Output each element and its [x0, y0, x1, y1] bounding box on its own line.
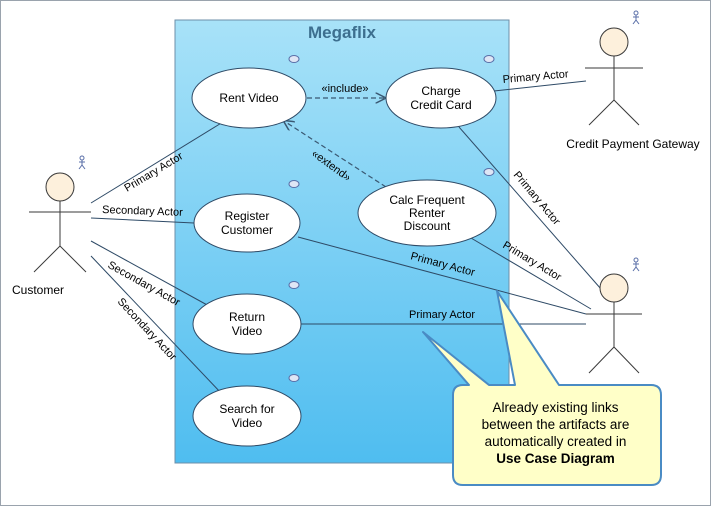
- assoc-customer-rent[interactable]: [90, 121, 224, 204]
- use-case-stereotype-icon: [288, 281, 300, 289]
- assoc-customer-search[interactable]: [90, 255, 223, 395]
- label-clerk-charge: Primary Actor: [511, 169, 563, 228]
- use-case-label: Discount: [404, 219, 451, 233]
- callout-text: Already existing links between the artif…: [453, 391, 658, 475]
- extend-dependency[interactable]: [284, 121, 387, 188]
- actor-stereotype-icon: [78, 155, 86, 170]
- use-case-stereotype-icon: [288, 180, 300, 188]
- actor-customer[interactable]: Customer: [12, 172, 91, 297]
- callout-balloon: [422, 290, 662, 486]
- system-title: Megaflix: [308, 23, 377, 42]
- label-customer-register: Secondary Actor: [102, 204, 183, 219]
- use-case-label: Customer: [221, 223, 273, 237]
- callout-line: between the artifacts are: [481, 417, 630, 432]
- use-case-label: Charge: [421, 84, 461, 98]
- use-case-return-video[interactable]: Return Video: [192, 293, 302, 355]
- use-case-label: Video: [232, 416, 263, 430]
- use-case-label: Renter: [409, 206, 445, 220]
- callout-line: automatically created in: [484, 434, 627, 449]
- use-case-label: Register: [225, 209, 270, 223]
- assoc-customer-return[interactable]: [90, 240, 210, 307]
- assoc-clerk-charge[interactable]: [458, 126, 602, 290]
- use-case-label: Return: [229, 310, 265, 324]
- label-customer-search: Secondary Actor: [115, 296, 179, 363]
- use-case-calc-frequent-renter-discount[interactable]: Calc Frequent Renter Discount: [357, 179, 497, 247]
- assoc-clerk-calc[interactable]: [470, 237, 592, 310]
- actor-label: Customer: [12, 283, 64, 297]
- actor-label: Credit Payment Gateway: [566, 137, 699, 151]
- actor-stereotype-icons: [78, 10, 640, 272]
- use-case-rent-video[interactable]: Rent Video: [191, 67, 307, 129]
- use-case-stereotype-icon: [288, 55, 300, 63]
- use-case-charge-credit-card[interactable]: Charge Credit Card: [385, 67, 497, 129]
- label-clerk-return: Primary Actor: [409, 309, 475, 321]
- actor-stereotype-icon: [632, 257, 640, 272]
- use-case-register-customer[interactable]: Register Customer: [193, 193, 301, 253]
- callout-line: Already existing links: [492, 400, 619, 415]
- actor-clerk[interactable]: [586, 273, 642, 374]
- label-gateway-charge: Primary Actor: [502, 68, 569, 86]
- assoc-clerk-register[interactable]: [297, 236, 587, 315]
- assoc-customer-register[interactable]: [90, 217, 195, 224]
- use-case-stereotype-icon: [483, 168, 495, 176]
- use-case-label: Calc Frequent: [389, 193, 465, 207]
- actor-credit-payment-gateway[interactable]: Credit Payment Gateway: [566, 27, 700, 151]
- use-case-search-for-video[interactable]: Search for Video: [192, 385, 302, 447]
- associations: [90, 80, 602, 395]
- use-case-label: Search for: [219, 402, 274, 416]
- callout-emphasis: Use Case Diagram: [496, 451, 615, 466]
- include-label: «include»: [321, 83, 368, 95]
- use-case-stereotype-icon: [483, 55, 495, 63]
- use-case-stereotype-icons: [288, 55, 495, 382]
- assoc-gateway-charge[interactable]: [493, 80, 587, 92]
- use-case-label: Credit Card: [410, 98, 471, 112]
- use-case-label: Rent Video: [219, 91, 278, 105]
- use-case-stereotype-icon: [288, 374, 300, 382]
- use-case-label: Video: [232, 324, 263, 338]
- actor-stereotype-icon: [632, 10, 640, 25]
